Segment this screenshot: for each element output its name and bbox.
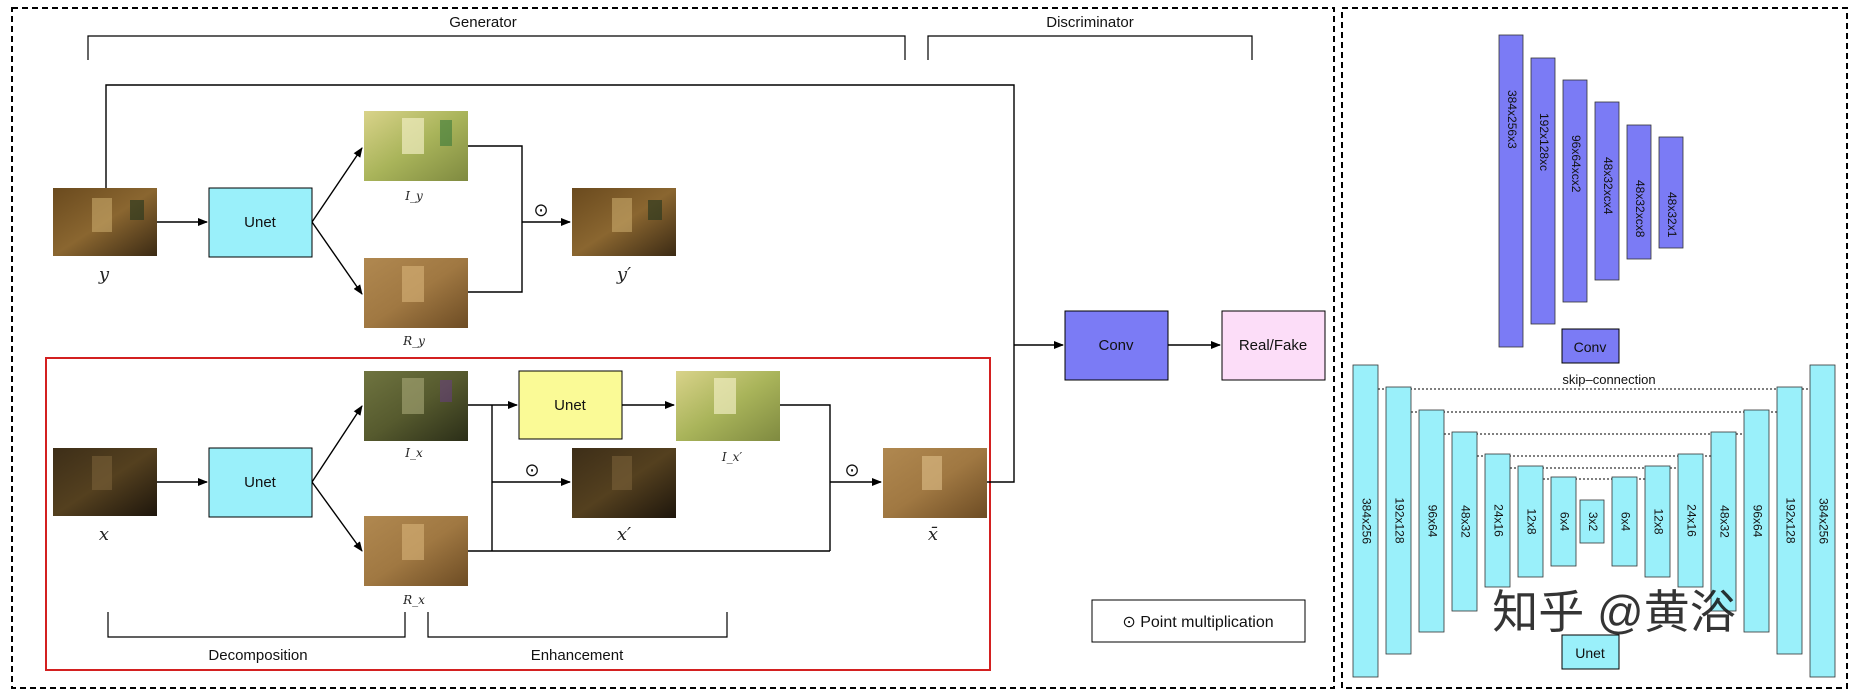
disc-layer-label-3: 48x32xcx4 — [1601, 157, 1615, 215]
unet-enhance-label: Unet — [554, 397, 587, 414]
decomposition-bracket — [107, 612, 406, 638]
right-panel-frame — [1341, 7, 1848, 689]
disc-conv-label-box: Conv — [1561, 328, 1620, 364]
discriminator-bracket — [927, 35, 1253, 60]
connectors — [105, 84, 1221, 552]
enhancement-label: Enhancement — [531, 647, 624, 664]
watermark: 知乎 @黄浴 — [1492, 586, 1735, 638]
image-x — [53, 448, 157, 516]
unet-block-mid: Unet — [208, 447, 313, 518]
image-x-bar — [883, 448, 987, 518]
unet-layer-label-6: 6x4 — [1557, 512, 1571, 532]
disc-layer-label-1: 192x128xc — [1537, 113, 1551, 171]
unet-layer-9: 12x8 — [1644, 465, 1671, 578]
generator-label: Generator — [449, 14, 517, 31]
real-fake-block: Real/Fake — [1221, 310, 1326, 381]
unet-net-label-box: Unet — [1561, 634, 1620, 670]
image-y-prime — [572, 188, 676, 256]
real-fake-label: Real/Fake — [1239, 337, 1307, 354]
conv-block: Conv — [1064, 310, 1169, 381]
unet-layer-5: 12x8 — [1517, 465, 1544, 578]
conv-label: Conv — [1098, 337, 1134, 354]
unet-layer-10: 24x16 — [1677, 453, 1704, 588]
unet-layer-label-9: 12x8 — [1651, 508, 1665, 534]
image-x-prime — [572, 448, 676, 518]
unet-layer-0: 384x256 — [1352, 364, 1379, 678]
decomposition-label: Decomposition — [208, 647, 307, 664]
disc-layer-5: 48x32x1 — [1658, 136, 1684, 249]
unet-layer-label-3: 48x32 — [1458, 505, 1472, 538]
disc-layer-label-2: 96x64xcx2 — [1569, 135, 1583, 193]
unet-layer-8: 6x4 — [1611, 476, 1638, 567]
unet-layer-label-2: 96x64 — [1425, 505, 1439, 538]
disc-layer-1: 192x128xc — [1530, 57, 1556, 325]
label-I-x-prime: I_x′ — [721, 450, 743, 464]
unet-layer-1: 192x128 — [1385, 386, 1412, 655]
discriminator-conv-stack: 384x256x3 192x128xc 96x64xcx2 48x32xcx4 48x3… — [1498, 34, 1684, 348]
unet-layer-4: 24x16 — [1484, 453, 1511, 588]
unet-layer-2: 96x64 — [1418, 409, 1445, 633]
unet-layer-label-12: 96x64 — [1750, 505, 1764, 538]
unet-layer-stack: 384x256 192x128 96x64 48x32 24x16 12x8 6x4 3x2 6… — [1352, 364, 1836, 678]
unet-block-top: Unet — [208, 187, 313, 258]
point-mult-symbol-mid: ⊙ — [524, 460, 539, 480]
image-I-y — [364, 111, 468, 181]
label-x-prime: x′ — [617, 524, 631, 545]
disc-layer-label-0: 384x256x3 — [1505, 90, 1519, 149]
disc-conv-label: Conv — [1574, 339, 1607, 355]
label-x-bar: x̄ — [928, 524, 938, 545]
label-I-x: I_x — [404, 446, 423, 460]
image-R-x — [364, 516, 468, 586]
unet-layer-label-5: 12x8 — [1524, 508, 1538, 534]
unet-layer-7: 3x2 — [1579, 499, 1605, 544]
unet-layer-6: 6x4 — [1550, 476, 1577, 567]
image-R-y — [364, 258, 468, 328]
enhancement-bracket — [427, 612, 728, 638]
label-R-x: R_x — [402, 593, 425, 607]
unet-layer-label-4: 24x16 — [1491, 504, 1505, 537]
disc-layer-4: 48x32xcx8 — [1626, 124, 1652, 260]
unet-net-label: Unet — [1575, 645, 1605, 661]
disc-layer-3: 48x32xcx4 — [1594, 101, 1620, 281]
disc-layer-label-5: 48x32x1 — [1665, 192, 1679, 238]
unet-layer-12: 96x64 — [1743, 409, 1770, 633]
label-I-y: I_y — [404, 189, 423, 203]
lowlight-branch-highlight — [45, 357, 991, 671]
unet-layer-label-13: 192x128 — [1783, 497, 1797, 543]
label-y: y — [98, 264, 110, 285]
unet-layer-label-11: 48x32 — [1717, 505, 1731, 538]
unet-layer-11: 48x32 — [1710, 431, 1737, 612]
unet-layer-label-1: 192x128 — [1392, 497, 1406, 543]
unet-layer-13: 192x128 — [1776, 386, 1803, 655]
label-x: x — [99, 524, 109, 545]
unet-layer-label-7: 3x2 — [1586, 512, 1600, 532]
label-R-y: R_y — [402, 334, 425, 348]
legend-text: ⊙ Point multiplication — [1122, 614, 1273, 631]
point-mult-symbol-right: ⊙ — [844, 460, 859, 480]
legend-box: ⊙ Point multiplication — [1091, 599, 1306, 643]
disc-layer-0: 384x256x3 — [1498, 34, 1524, 348]
image-y — [53, 188, 157, 256]
unet-layer-label-14: 384x256 — [1816, 498, 1830, 544]
unet-block-enhance: Unet — [518, 370, 623, 440]
unet-top-label: Unet — [244, 214, 277, 231]
point-mult-symbol-top: ⊙ — [533, 200, 548, 220]
unet-layer-14: 384x256 — [1809, 364, 1836, 678]
unet-layer-label-8: 6x4 — [1618, 512, 1632, 532]
image-I-x-prime — [676, 371, 780, 441]
disc-layer-label-4: 48x32xcx8 — [1633, 180, 1647, 238]
image-I-x — [364, 371, 468, 441]
unet-layer-label-0: 384x256 — [1359, 498, 1373, 544]
unet-mid-label: Unet — [244, 474, 277, 491]
left-panel-frame — [11, 7, 1335, 689]
label-y-prime: y′ — [616, 264, 631, 285]
discriminator-label: Discriminator — [1046, 14, 1134, 31]
generator-bracket — [87, 35, 906, 60]
unet-layer-3: 48x32 — [1451, 431, 1478, 612]
unet-layer-label-10: 24x16 — [1684, 504, 1698, 537]
skip-connection-label: skip–connection — [1562, 372, 1655, 387]
disc-layer-2: 96x64xcx2 — [1562, 79, 1588, 303]
